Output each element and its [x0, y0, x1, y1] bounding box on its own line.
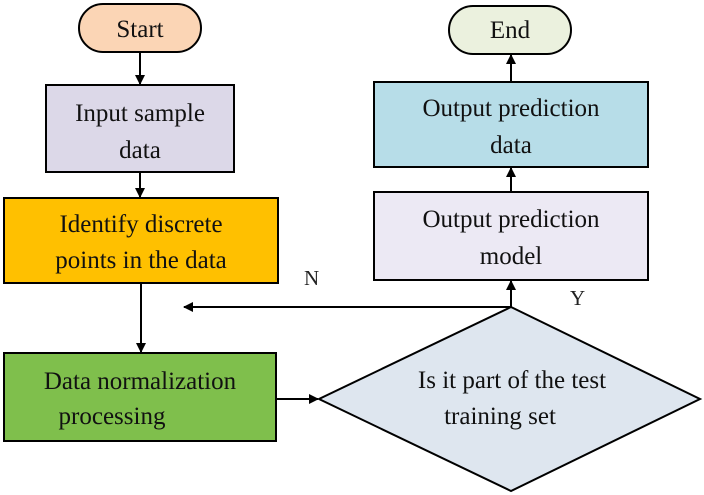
output-data-node: Output prediction data	[373, 81, 649, 168]
end-shape	[448, 5, 572, 55]
normalization-label-line1: Data normalization	[44, 368, 237, 395]
normalization-node: Data normalization processing	[3, 352, 277, 442]
output-model-label-line2: model	[480, 243, 543, 270]
input-data-shape	[45, 84, 235, 173]
yes-branch-label: Y	[570, 286, 585, 310]
output-data-label-line2: data	[490, 132, 532, 159]
end-node: End	[448, 5, 572, 55]
identify-node: Identify discrete points in the data	[3, 197, 279, 284]
normalization-shape	[3, 352, 277, 442]
output-model-shape	[373, 191, 649, 281]
decision-node: Is it part of the test training set	[316, 305, 703, 493]
output-data-label-line1: Output prediction	[422, 95, 600, 122]
decision-shape	[316, 305, 703, 493]
decision-label-line1: Is it part of the test	[418, 367, 606, 394]
output-model-node: Output prediction model	[373, 191, 649, 281]
output-data-shape	[373, 81, 649, 168]
input-data-label-line1: Input sample	[75, 100, 205, 127]
identify-label-line1: Identify discrete	[59, 211, 222, 238]
normalization-label-line2: processing	[59, 403, 166, 430]
start-label: Start	[116, 16, 163, 43]
end-label: End	[490, 17, 531, 44]
input-data-node: Input sample data	[45, 84, 235, 173]
no-branch-label: N	[304, 266, 319, 290]
decision-label-line2: training set	[444, 403, 556, 430]
input-data-label-line2: data	[119, 137, 161, 164]
start-node: Start	[78, 3, 202, 53]
output-model-label-line1: Output prediction	[422, 206, 600, 233]
identify-label-line2: points in the data	[55, 247, 227, 274]
